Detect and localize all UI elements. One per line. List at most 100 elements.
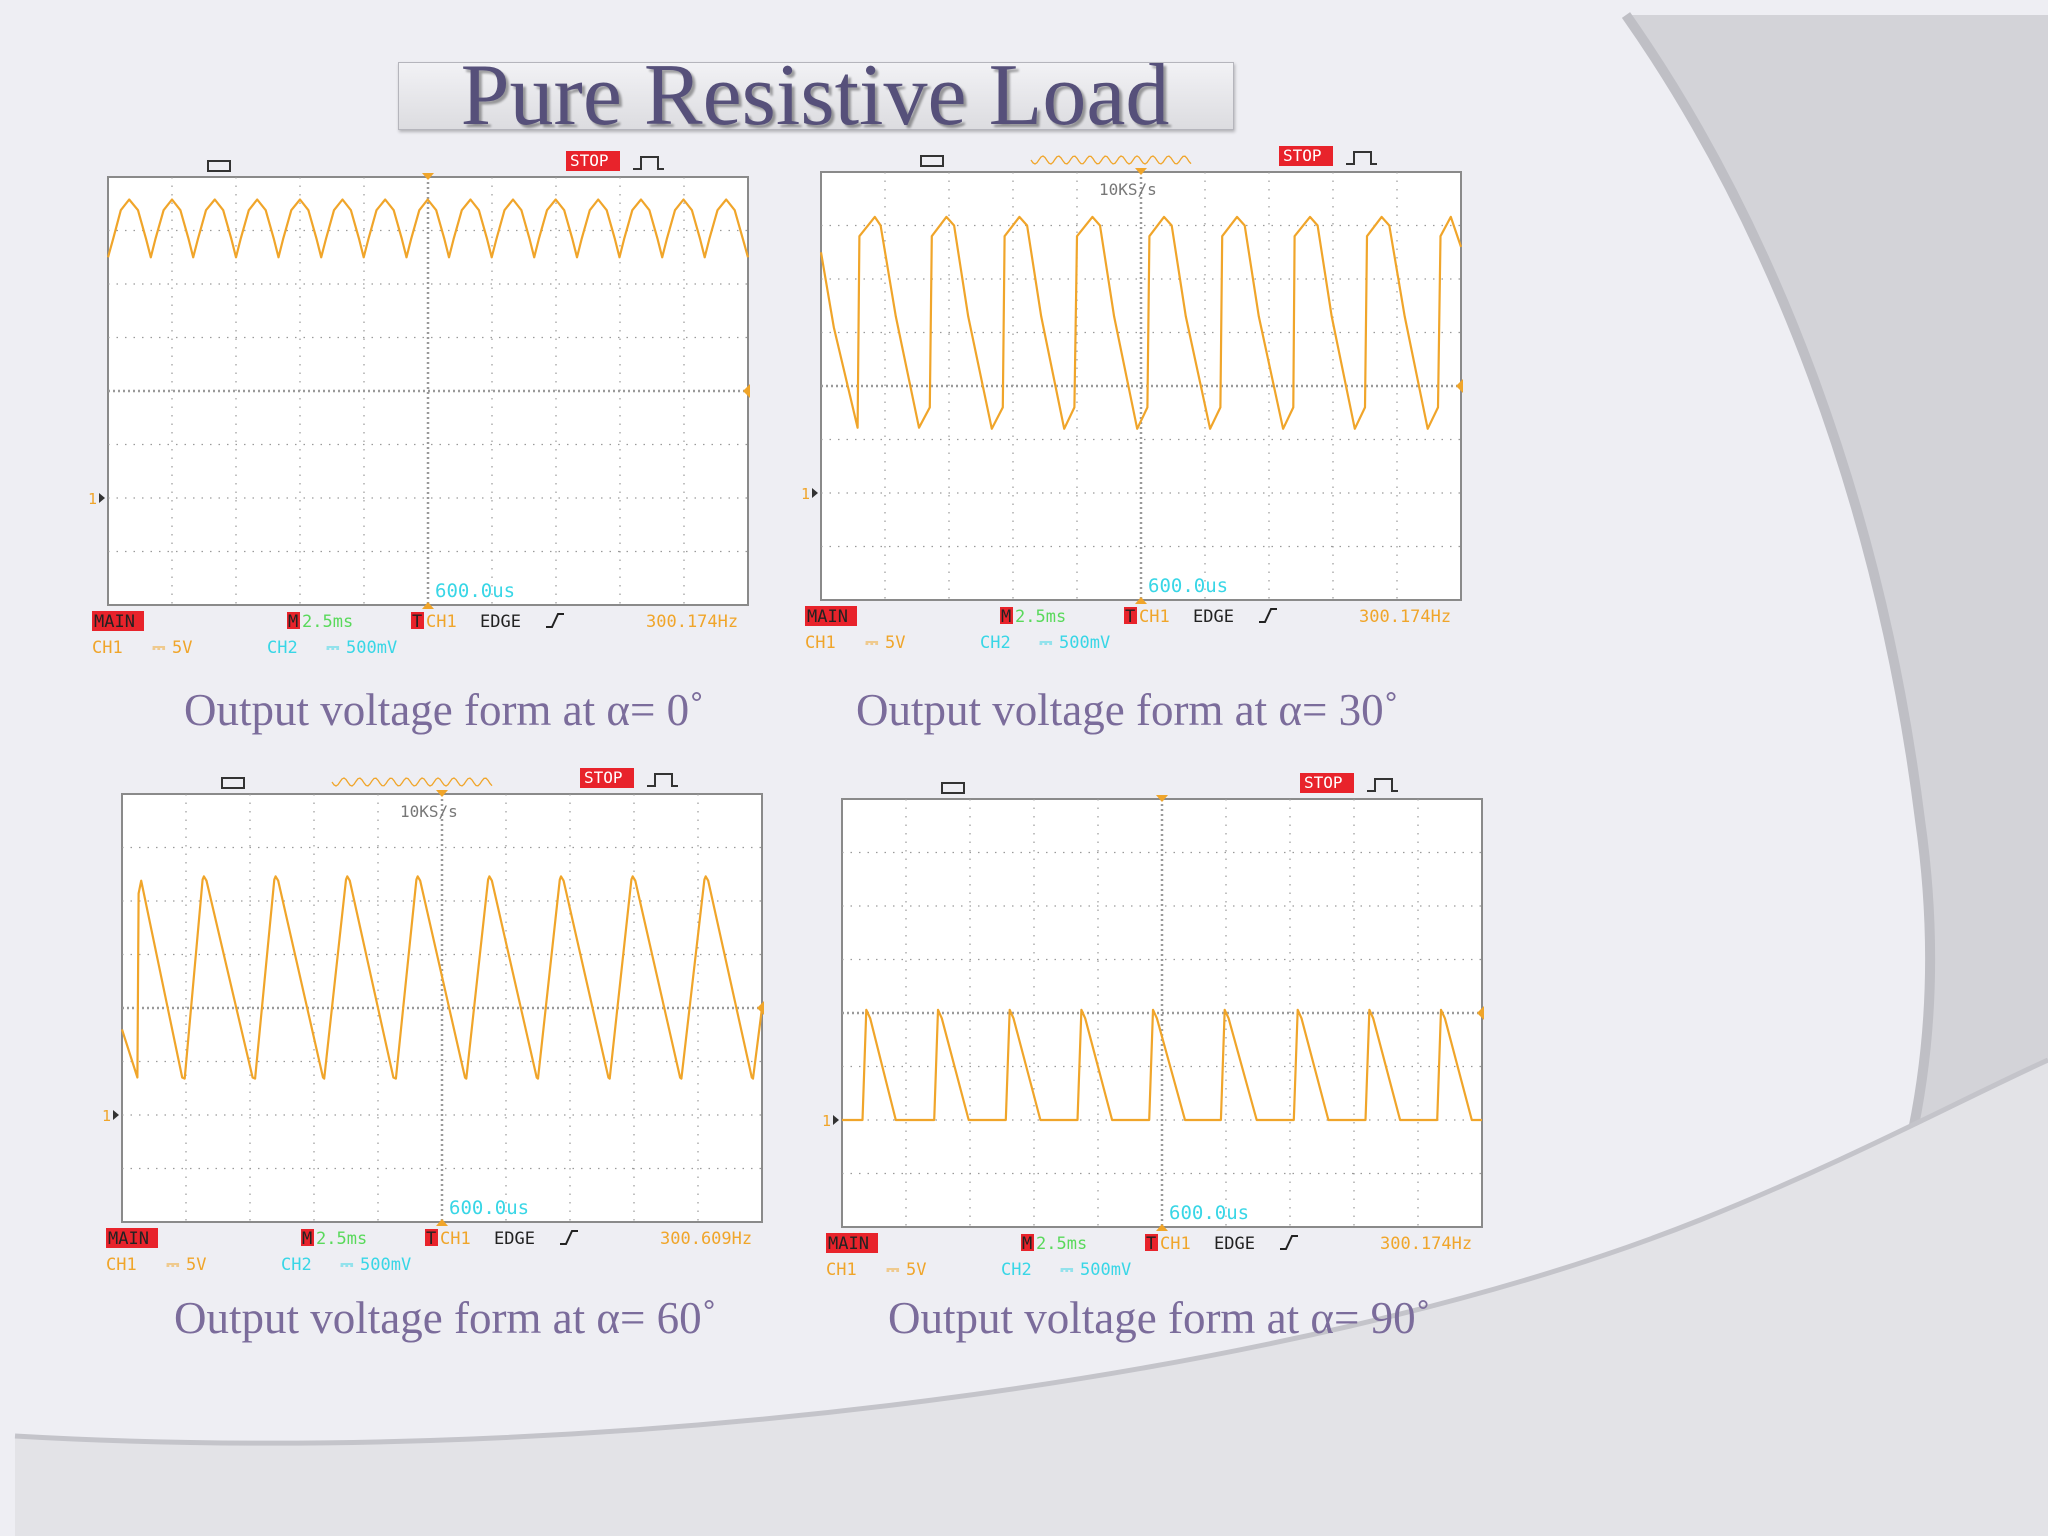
ch1-scale: 5V (906, 1260, 926, 1280)
frequency-readout: 300.174Hz (1380, 1234, 1472, 1254)
delay-marker (1156, 1224, 1168, 1231)
trigger-level-marker (757, 1001, 764, 1015)
waveform-trace (120, 875, 764, 1080)
main-badge (106, 1228, 158, 1248)
trigger-badge (411, 612, 424, 629)
ch1-scale: 5V (172, 638, 192, 658)
stop-badge (566, 151, 620, 171)
trigger-prefix: T (1146, 1234, 1156, 1254)
caption-alpha-90: Output voltage form at α= 90˚ (888, 1293, 1431, 1343)
trigger-source: CH1 (426, 612, 457, 632)
channel-number-label: 1 (801, 485, 810, 503)
timebase-badge (301, 1229, 314, 1246)
channel-ground-marker (113, 1110, 119, 1120)
ch2-scale: 500mV (1080, 1260, 1131, 1280)
trigger-position-marker (1135, 168, 1147, 175)
timebase-prefix: M (288, 612, 298, 632)
trigger-badge (425, 1229, 438, 1246)
trigger-edge-icon (633, 156, 664, 170)
delay-marker (422, 602, 434, 609)
ch1-coupling-icon: ⎓ (152, 638, 166, 658)
waveform-trace (819, 215, 1463, 430)
ch2-coupling-icon: ⎓ (1060, 1260, 1074, 1280)
channel-number-label: 1 (102, 1107, 111, 1125)
trigger-edge-icon (1367, 778, 1398, 792)
waveform-preview-icon (1030, 155, 1192, 165)
timebase-badge (287, 612, 300, 629)
main-badge (826, 1233, 878, 1253)
timebase-readout: 2.5ms (302, 612, 353, 632)
ch1-scale: 5V (885, 633, 905, 653)
timebase-readout: 2.5ms (1036, 1234, 1087, 1254)
main-badge (805, 606, 857, 626)
stop-text: STOP (1304, 773, 1343, 792)
ch2-scale: 500mV (1059, 633, 1110, 653)
rising-edge-icon (1280, 1235, 1298, 1250)
memory-icon (920, 155, 944, 167)
caption-alpha-60: Output voltage form at α= 60˚ (174, 1293, 717, 1343)
trigger-level-marker (1477, 1006, 1484, 1020)
delay-readout: 600.0us (435, 580, 515, 602)
ch2-label: CH2 (267, 638, 298, 658)
trigger-edge-icon (647, 773, 678, 787)
trigger-prefix: T (426, 1229, 436, 1249)
channel-ground-marker (812, 488, 818, 498)
trigger-position-marker (436, 790, 448, 797)
trigger-prefix: T (412, 612, 422, 632)
delay-readout: 600.0us (1148, 575, 1228, 597)
frequency-readout: 300.174Hz (646, 612, 738, 632)
ch2-coupling-icon: ⎓ (340, 1255, 354, 1275)
ch1-scale: 5V (186, 1255, 206, 1275)
caption-alpha-30: Output voltage form at α= 30˚ (856, 685, 1399, 735)
trigger-edge-icon (1346, 151, 1377, 165)
ch1-label: CH1 (826, 1260, 857, 1280)
trigger-badge (1145, 1234, 1158, 1251)
main-text: MAIN (108, 1229, 149, 1249)
main-text: MAIN (807, 607, 848, 627)
delay-marker (1135, 597, 1147, 604)
trigger-mode: EDGE (480, 612, 521, 632)
main-text: MAIN (828, 1234, 869, 1254)
ch2-coupling-icon: ⎓ (326, 638, 340, 658)
ch2-scale: 500mV (360, 1255, 411, 1275)
rising-edge-icon (1259, 608, 1277, 623)
trigger-position-marker (422, 173, 434, 180)
delay-readout: 600.0us (1169, 1202, 1249, 1224)
memory-icon (221, 777, 245, 789)
trigger-source: CH1 (1139, 607, 1170, 627)
sample-rate-text: 10KS/s (1099, 180, 1157, 199)
slide-title: Pure Resistive Load (460, 47, 1170, 144)
rising-edge-icon (546, 613, 564, 628)
waveform-trace (842, 1008, 1482, 1122)
rising-edge-icon (560, 1230, 578, 1245)
title-box (398, 62, 1234, 130)
stop-badge (1279, 146, 1333, 166)
trigger-level-marker (743, 384, 750, 398)
frequency-readout: 300.174Hz (1359, 607, 1451, 627)
ch1-coupling-icon: ⎓ (865, 633, 879, 653)
trigger-badge (1124, 607, 1137, 624)
ch2-coupling-icon: ⎓ (1039, 633, 1053, 653)
ch2-label: CH2 (1001, 1260, 1032, 1280)
memory-icon (207, 160, 231, 172)
channel-number-label: 1 (822, 1112, 831, 1130)
ch1-label: CH1 (106, 1255, 137, 1275)
timebase-prefix: M (302, 1229, 312, 1249)
ch1-label: CH1 (805, 633, 836, 653)
channel-ground-marker (833, 1115, 839, 1125)
stop-text: STOP (584, 768, 623, 787)
ch1-coupling-icon: ⎓ (886, 1260, 900, 1280)
main-badge (92, 611, 144, 631)
trigger-level-marker (1456, 379, 1463, 393)
frequency-readout: 300.609Hz (660, 1229, 752, 1249)
trigger-source: CH1 (1160, 1234, 1191, 1254)
